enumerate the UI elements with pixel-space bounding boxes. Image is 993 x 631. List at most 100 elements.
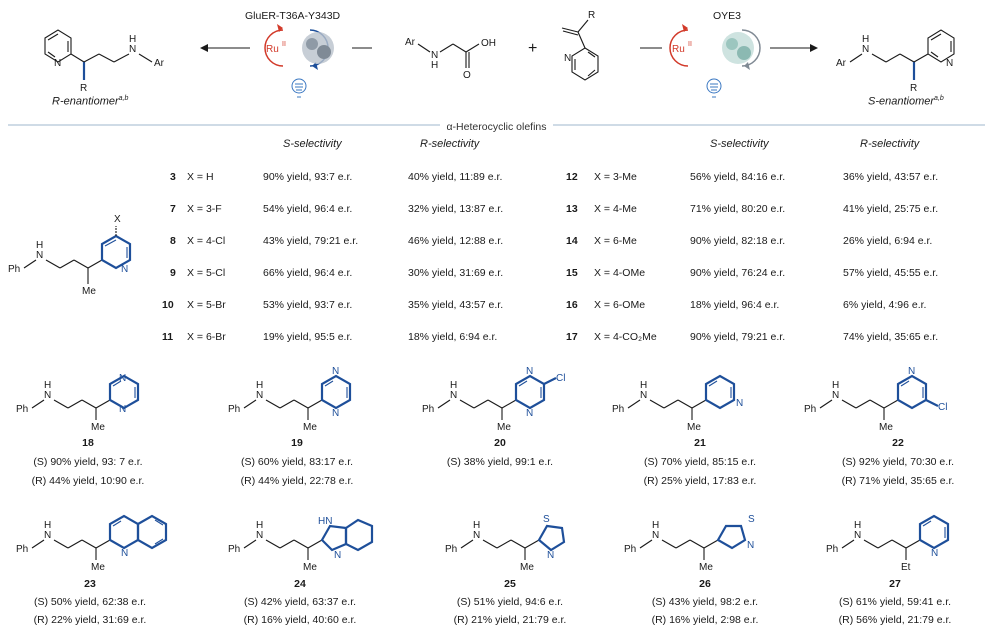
svg-text:H: H — [473, 520, 480, 531]
compound-19-structure: Ph N H Me N N — [228, 366, 352, 433]
svg-text:N: N — [119, 373, 126, 384]
r-result: (R) 71% yield, 35:65 e.r. — [841, 475, 955, 487]
svg-text:R: R — [588, 10, 595, 21]
svg-text:H: H — [44, 380, 51, 391]
svg-text:H: H — [450, 380, 457, 391]
compound-number: 12 — [566, 171, 578, 183]
compound-number: 16 — [566, 299, 578, 311]
compound-number: 11 — [162, 331, 174, 343]
compound-number: 24 — [294, 578, 306, 590]
r-selectivity-value: 74% yield, 35:65 e.r. — [843, 331, 939, 343]
compound-number: 25 — [504, 578, 516, 590]
svg-text:N: N — [44, 530, 51, 541]
svg-text:H: H — [640, 380, 647, 391]
r-selectivity-value: 46% yield, 12:88 e.r. — [408, 235, 504, 247]
svg-text:N: N — [121, 264, 128, 275]
svg-text:OH: OH — [481, 38, 496, 49]
s-selectivity-value: 66% yield, 96:4 e.r. — [263, 267, 353, 279]
substituent-label: X = 3-Me — [594, 171, 637, 183]
compound-number: 8 — [170, 235, 176, 247]
substituent-label: X = 6-Br — [187, 331, 226, 343]
svg-text:Me: Me — [91, 422, 105, 433]
svg-text:Ru: Ru — [672, 44, 685, 55]
svg-text:Me: Me — [520, 562, 534, 573]
svg-text:N: N — [473, 530, 480, 541]
compound-number: 23 — [84, 578, 96, 590]
section-title: α-Heterocyclic olefins — [0, 117, 993, 135]
svg-text:Ph: Ph — [804, 404, 816, 415]
substituent-label: X = 4-Me — [594, 203, 637, 215]
compound-21-structure: Ph N H Me N — [612, 374, 743, 433]
svg-text:N: N — [931, 548, 938, 559]
svg-text:Cl: Cl — [556, 373, 565, 384]
compound-number: 17 — [566, 331, 578, 343]
r-result: (R) 56% yield, 21:79 e.r. — [838, 614, 952, 626]
svg-text:H: H — [652, 520, 659, 531]
svg-text:N: N — [526, 408, 533, 419]
right-catalytic-cycle: Ru II — [669, 24, 761, 98]
substituent-label: X = 5-Br — [187, 299, 226, 311]
r-selectivity-value: 57% yield, 45:55 e.r. — [843, 267, 939, 279]
left-product-label: R-enantiomera,b — [52, 95, 129, 108]
compound-20-structure: Ph N H Me N N Cl — [422, 366, 565, 433]
r-selectivity-value: 26% yield, 6:94 e.r. — [843, 235, 933, 247]
svg-text:N: N — [946, 58, 953, 69]
substituent-label: X = 4-Cl — [187, 235, 226, 247]
s-selectivity-value: 90% yield, 79:21 e.r. — [690, 331, 786, 343]
r-result: (R) 44% yield, 22:78 e.r. — [240, 475, 354, 487]
substituent-label: X = H — [187, 171, 214, 183]
svg-text:Ph: Ph — [228, 544, 240, 555]
right-enzyme-label: OYE3 — [713, 10, 742, 22]
compound-number: 20 — [494, 437, 506, 449]
r-result: (R) 21% yield, 21:79 e.r. — [453, 614, 567, 626]
s-result: (S) 92% yield, 70:30 e.r. — [841, 456, 955, 468]
substituent-label: X = 5-Cl — [187, 267, 226, 279]
svg-text:N: N — [256, 530, 263, 541]
s-result: (S) 51% yield, 94:6 e.r. — [456, 596, 564, 608]
svg-text:N: N — [832, 390, 839, 401]
svg-text:O: O — [463, 70, 471, 81]
glycine-substrate-structure: Ar N H OH O — [405, 37, 496, 81]
svg-text:Ph: Ph — [445, 544, 457, 555]
svg-text:N: N — [652, 530, 659, 541]
svg-text:S: S — [748, 514, 755, 525]
right-r-selectivity-header: R-selectivity — [860, 138, 920, 150]
r-selectivity-value: 32% yield, 13:87 e.r. — [408, 203, 504, 215]
s-selectivity-value: 90% yield, 93:7 e.r. — [263, 171, 353, 183]
atom-ar: Ar — [154, 58, 165, 69]
r-result: (R) 22% yield, 31:69 e.r. — [33, 614, 147, 626]
s-result: (S) 90% yield, 93: 7 e.r. — [33, 456, 143, 468]
right-s-selectivity-header: S-selectivity — [710, 138, 769, 150]
svg-text:Me: Me — [497, 422, 511, 433]
compound-number: 19 — [291, 437, 303, 449]
svg-text:Me: Me — [699, 562, 713, 573]
svg-text:II: II — [688, 41, 692, 48]
compound-number: 21 — [694, 437, 706, 449]
svg-text:Me: Me — [82, 286, 96, 297]
svg-text:Ar: Ar — [836, 58, 847, 69]
left-product-structure: N R N H Ar — [44, 29, 165, 94]
svg-text:H: H — [256, 520, 263, 531]
compound-26-structure: Ph N H Me S N — [624, 514, 755, 573]
r-selectivity-value: 35% yield, 43:57 e.r. — [408, 299, 504, 311]
r-selectivity-value: 41% yield, 25:75 e.r. — [843, 203, 939, 215]
r-selectivity-value: 6% yield, 4:96 e.r. — [843, 299, 927, 311]
svg-text:X: X — [114, 214, 121, 225]
svg-text:N: N — [431, 50, 438, 61]
svg-text:N: N — [862, 44, 869, 55]
r-result: (R) 44% yield, 10:90 e.r. — [31, 475, 145, 487]
svg-text:Me: Me — [687, 422, 701, 433]
svg-text:N: N — [908, 366, 915, 377]
svg-text:Ph: Ph — [624, 544, 636, 555]
compound-number: 27 — [889, 578, 901, 590]
svg-text:N: N — [119, 404, 126, 415]
ru-label: Ru — [266, 44, 279, 55]
compound-23-structure: Ph N H Me N — [16, 514, 168, 573]
r-result: (R) 25% yield, 17:83 e.r. — [643, 475, 757, 487]
svg-text:N: N — [121, 548, 128, 559]
left-r-selectivity-header: R-selectivity — [420, 138, 480, 150]
svg-text:N: N — [334, 550, 341, 561]
svg-text:N: N — [256, 390, 263, 401]
svg-text:N: N — [564, 53, 571, 64]
